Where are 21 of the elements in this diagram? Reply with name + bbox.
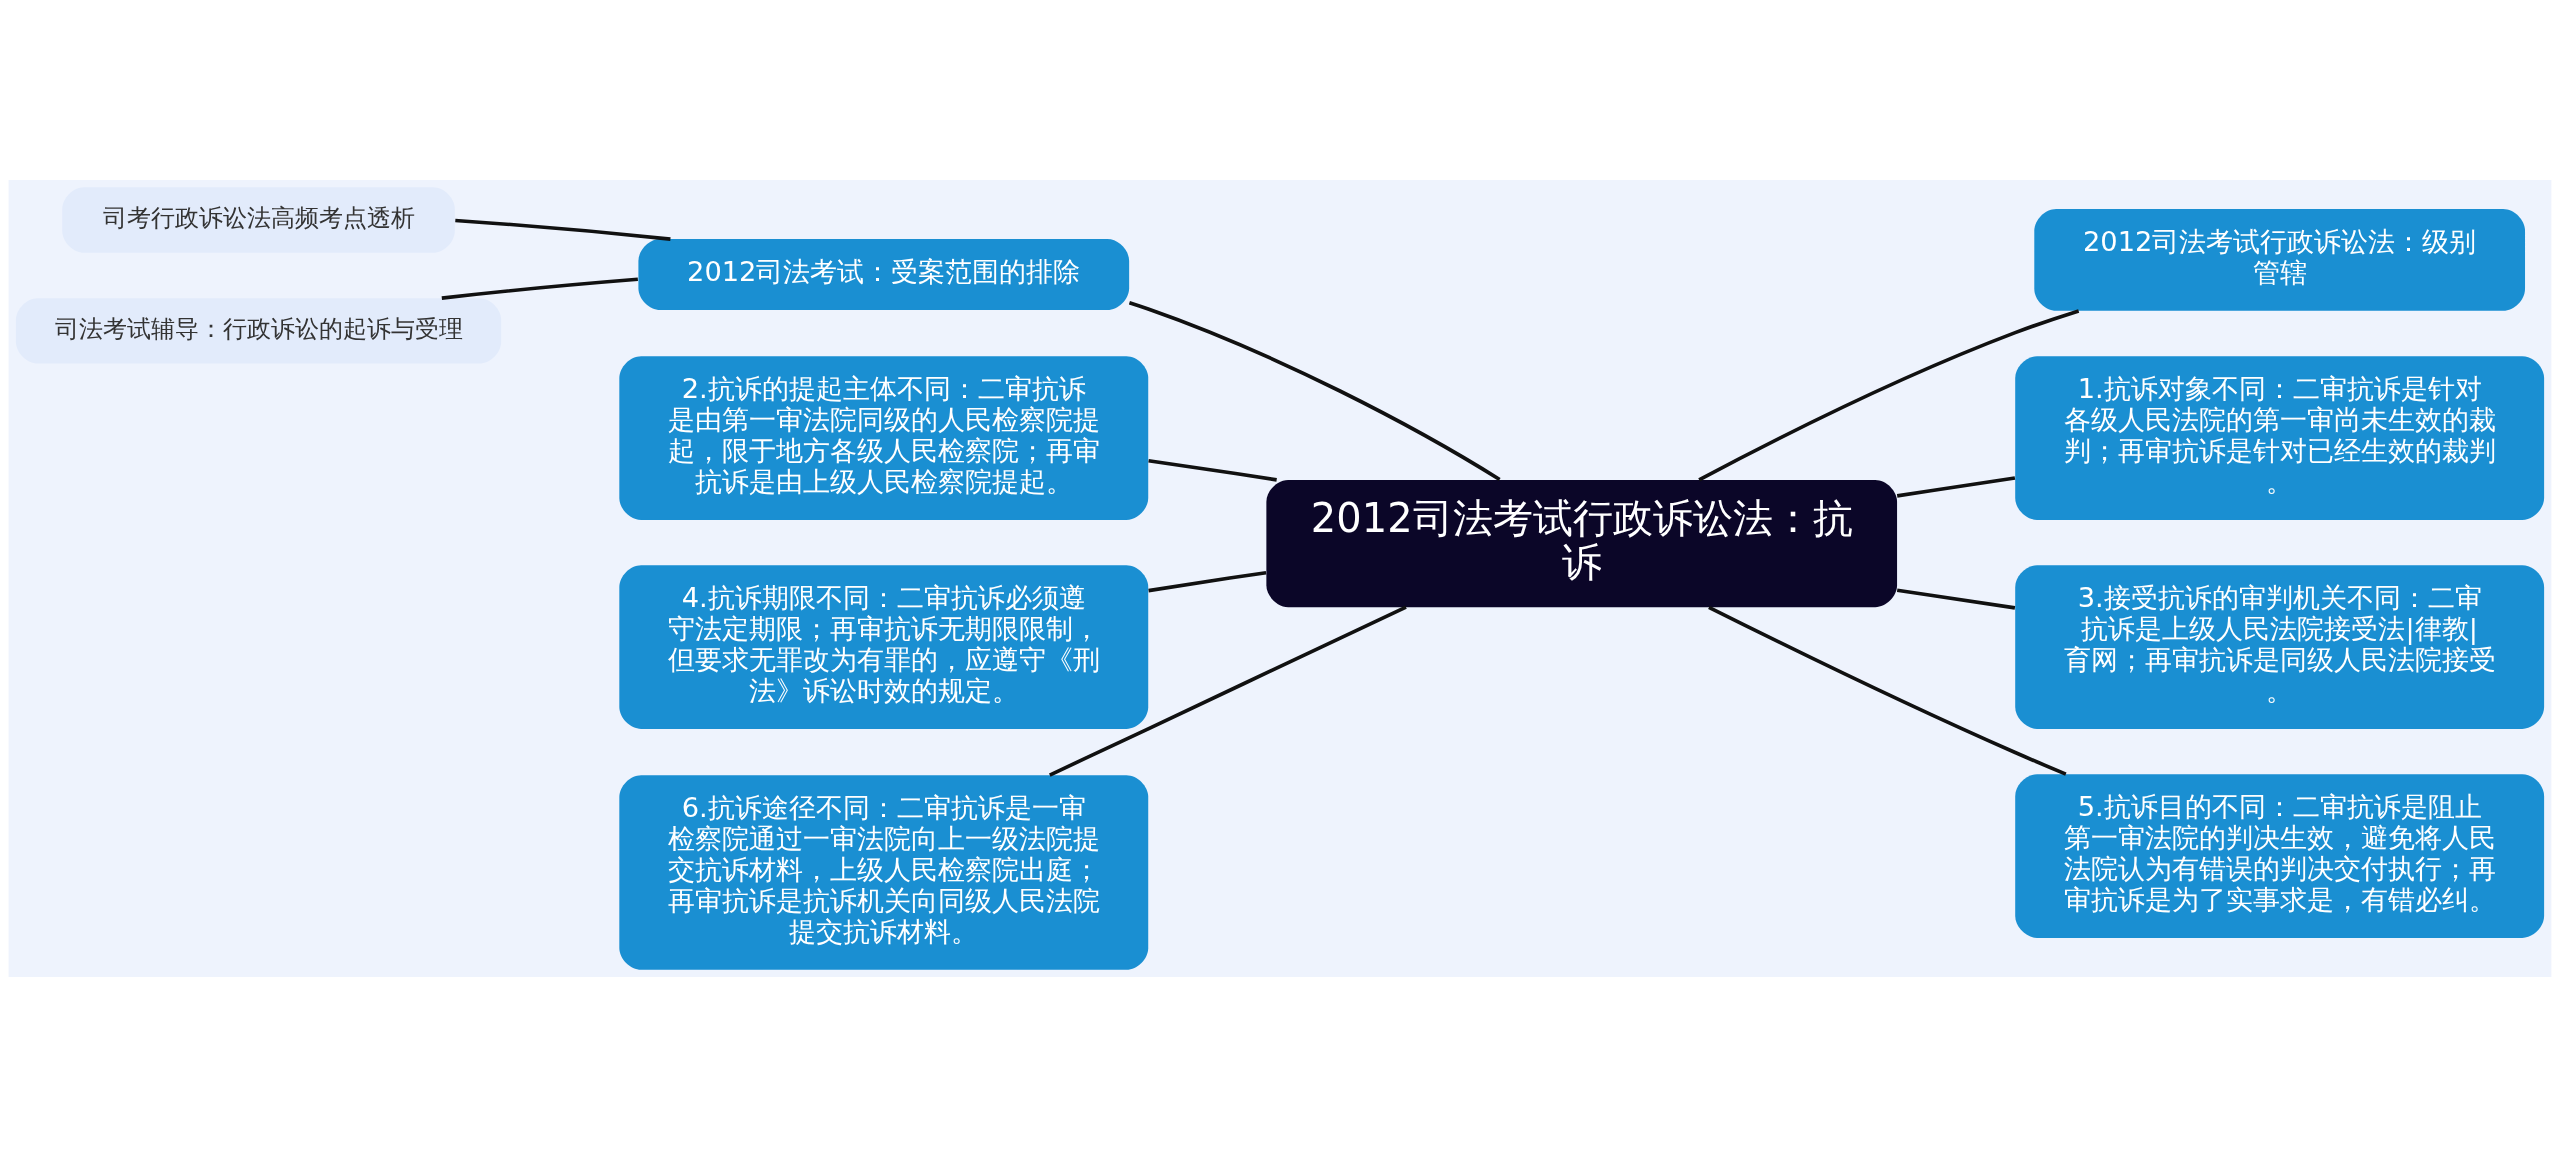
connector xyxy=(1148,458,1277,482)
connector xyxy=(1896,588,2016,610)
node-box: 1.抗诉对象不同：二审抗诉是针对各级人民法院的第一审尚未生效的裁判；再审抗诉是针对已经生效的裁判。 xyxy=(2015,356,2545,520)
node-box: 2.抗诉的提起主体不同：二审抗诉是由第一审法院同级的人民检察院提起，限于地方各级人民检察院；再审抗诉是由上级人民检察院提起。 xyxy=(619,356,1149,520)
node-box: 司考行政诉讼法高频考点透析 xyxy=(62,187,455,253)
connector xyxy=(441,277,638,300)
connector xyxy=(1708,605,2067,776)
node-box: 司法考试辅导：行政诉讼的起诉与受理 xyxy=(15,298,502,364)
node-box: 2012司法考试行政诉讼法：级别管辖 xyxy=(2034,209,2526,311)
connector xyxy=(1698,309,2080,482)
connector xyxy=(1148,570,1267,593)
node-box: 3.接受抗诉的审判机关不同：二审抗诉是上级人民法院接受法|律教|育网；再审抗诉是同级人民法院接受。 xyxy=(2015,565,2545,729)
connector xyxy=(455,218,671,241)
node-box: 2012司法考试行政诉讼法：抗诉 xyxy=(1266,479,1898,608)
connector xyxy=(1049,605,1407,777)
node-box: 6.抗诉途径不同：二审抗诉是一审检察院通过一审法院向上一级法院提交抗诉材料，上级人民检察院出庭；再审抗诉是抗诉机关向同级人民法院提交抗诉材料。 xyxy=(619,775,1149,970)
node-box: 5.抗诉目的不同：二审抗诉是阻止第一审法院的判决生效，避免将人民法院认为有错误的判决交付执行；再审抗诉是为了实事求是，有错必纠。 xyxy=(2015,774,2545,938)
node-box: 2012司法考试：受案范围的排除 xyxy=(638,239,1130,310)
connector xyxy=(1896,476,2016,498)
connector xyxy=(1128,301,1501,482)
node-box: 4.抗诉期限不同：二审抗诉必须遵守法定期限；再审抗诉无期限限制，但要求无罪改为有罪的，应遵守《刑法》诉讼时效的规定。 xyxy=(619,565,1149,729)
